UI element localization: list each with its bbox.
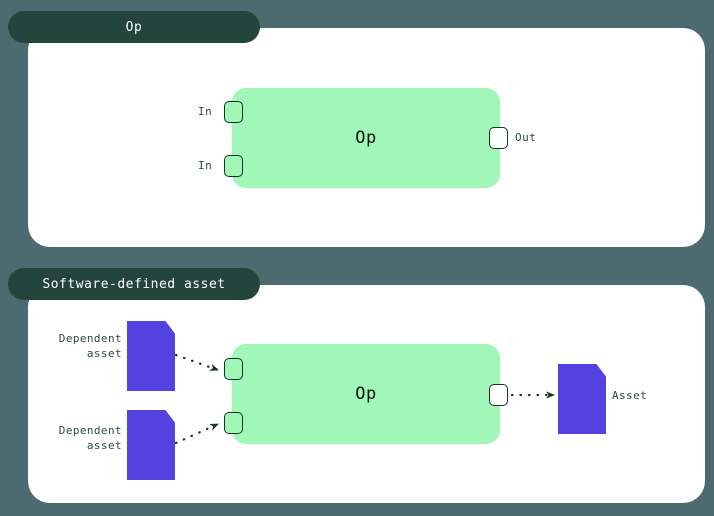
op-node-bottom-label: Op	[355, 384, 377, 404]
tab-software-defined-asset[interactable]: Software-defined asset	[8, 268, 260, 300]
tab-op[interactable]: Op	[8, 11, 260, 43]
op-node-top[interactable]: Op	[232, 88, 500, 188]
asset-label: Asset	[612, 389, 648, 402]
port-label-out-top: Out	[515, 131, 537, 144]
op-node-top-label: Op	[355, 128, 377, 148]
port-in-top-2[interactable]	[224, 155, 243, 177]
dependent-asset-label-1: Dependent asset	[58, 332, 122, 360]
port-out-bottom[interactable]	[489, 384, 508, 406]
dependent-asset-icon-1[interactable]	[127, 321, 175, 391]
port-label-in-top-2: In	[198, 159, 213, 172]
asset-icon[interactable]	[558, 364, 606, 434]
port-label-in-top-1: In	[198, 105, 213, 118]
op-node-bottom[interactable]: Op	[232, 344, 500, 444]
port-out-top[interactable]	[489, 127, 508, 149]
dependent-asset-icon-2[interactable]	[127, 410, 175, 480]
port-in-bottom-2[interactable]	[224, 412, 243, 434]
port-in-top-1[interactable]	[224, 101, 243, 123]
dependent-asset-label-2: Dependent asset	[58, 424, 122, 452]
port-in-bottom-1[interactable]	[224, 358, 243, 380]
